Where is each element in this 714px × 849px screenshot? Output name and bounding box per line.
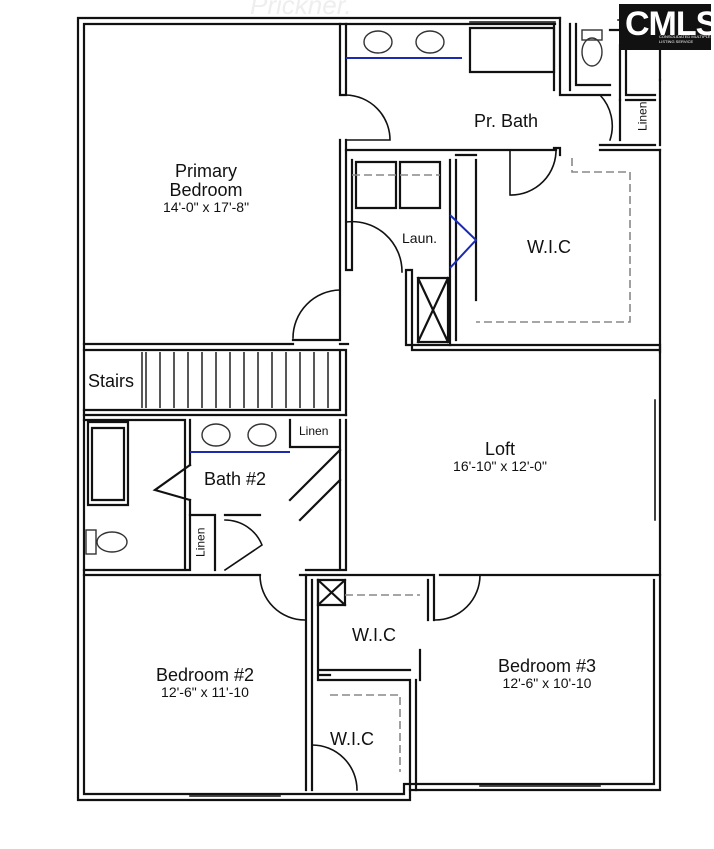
linen-top-right-label: Linen (635, 101, 650, 131)
pr-bath-label: Pr. Bath (474, 111, 539, 131)
shower (468, 26, 556, 74)
bathtub (86, 420, 130, 507)
door-swing (345, 220, 403, 273)
door-swing (311, 744, 358, 791)
sink (363, 30, 393, 54)
sink (247, 423, 277, 447)
wic-upper-label: W.I.C (352, 625, 396, 645)
door-swing (509, 147, 557, 196)
wic-lower-label: W.I.C (330, 729, 374, 749)
linen-small (188, 513, 262, 572)
wic-shelf (330, 694, 401, 772)
bedroom3-label: Bedroom #3 12'-6" x 10'-10 (497, 656, 597, 691)
washer (354, 160, 442, 210)
bedroom2-label: Bedroom #2 12'-6" x 11'-10 (155, 665, 255, 700)
bedroom-divider (304, 573, 662, 792)
bath2-diag (152, 448, 342, 522)
watermark: Prickner. (250, 0, 352, 20)
laundry-label: Laun. (402, 230, 438, 246)
bath2-label: Bath #2 (204, 469, 267, 489)
logo-text: CMLS (625, 5, 714, 43)
wic-shelf (476, 158, 631, 323)
laundry-shelf (416, 276, 450, 344)
door-swing (259, 574, 306, 621)
wic-door-blue (449, 214, 478, 269)
wic-wall (448, 153, 478, 347)
bath2-wall (82, 413, 348, 577)
logo-subtext: CONSOLIDATED MULTIPLE LISTING SERVICE (659, 34, 711, 44)
wic-box (316, 578, 347, 607)
linen-closet (618, 98, 657, 142)
door-swing (292, 289, 341, 339)
linen-bath2-label: Linen (299, 424, 329, 438)
sink (415, 30, 445, 54)
sink (201, 423, 231, 447)
linen-bath2-side-label: Linen (193, 527, 208, 557)
toilet (96, 531, 128, 553)
stairs-outline (82, 348, 348, 417)
toilet-tank (581, 29, 603, 41)
laundry-wall (344, 148, 662, 354)
toilet (581, 37, 603, 67)
wic-primary-label: W.I.C (527, 237, 571, 257)
door-swing (223, 519, 263, 572)
loft-label: Loft 16'-10" x 12'-0" (453, 439, 547, 474)
toilet-tank (85, 529, 97, 555)
door-swing (434, 574, 481, 621)
primary-bedroom-label: Primary Bedroom 14'-0" x 17'-8" (162, 161, 250, 215)
cmls-logo: CMLS CONSOLIDATED MULTIPLE LISTING SERVI… (619, 4, 714, 50)
door-swing (345, 94, 391, 141)
stairs-label: Stairs (88, 371, 135, 391)
door-swing (598, 93, 614, 142)
